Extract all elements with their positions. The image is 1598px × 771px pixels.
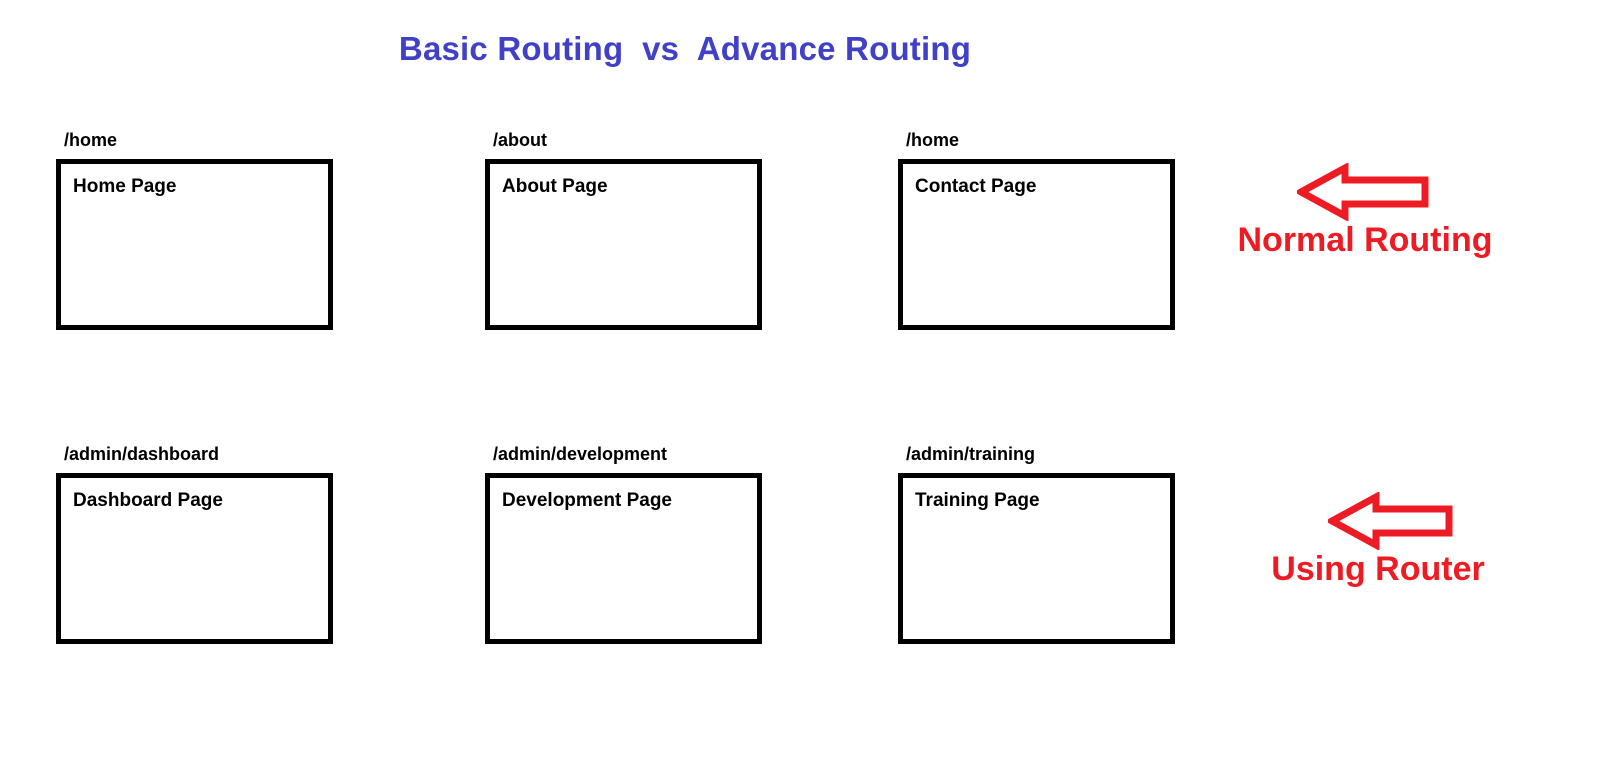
route-box-about: About Page	[485, 159, 762, 330]
annotation-label: Using Router	[1271, 550, 1485, 588]
route-path-label: /admin/training	[906, 444, 1036, 464]
route-page-name: Home Page	[73, 176, 177, 197]
route-card-about: /about About Page	[485, 131, 762, 330]
route-path-label: /admin/dashboard	[64, 444, 220, 464]
route-path-label: /home	[906, 130, 960, 150]
route-box-training: Training Page	[898, 473, 1175, 644]
route-page-name: Training Page	[915, 490, 1040, 511]
arrow-left-icon	[1328, 492, 1453, 550]
page-title: Basic Routing vs Advance Routing	[398, 30, 972, 67]
route-path-label: /home	[64, 130, 118, 150]
route-page-name: Dashboard Page	[73, 490, 223, 511]
route-box-dashboard: Dashboard Page	[56, 473, 333, 644]
route-box-development: Development Page	[485, 473, 762, 644]
annotation-using-router: Using Router	[1228, 492, 1528, 588]
route-card-dashboard: /admin/dashboard Dashboard Page	[56, 445, 333, 644]
route-card-training: /admin/training Training Page	[898, 445, 1175, 644]
route-card-home: /home Home Page	[56, 131, 333, 330]
route-box-contact: Contact Page	[898, 159, 1175, 330]
route-path-label: /admin/development	[493, 444, 668, 464]
arrow-left-icon	[1297, 163, 1429, 221]
route-page-name: Contact Page	[915, 176, 1037, 197]
route-page-name: Development Page	[502, 490, 672, 511]
route-box-home: Home Page	[56, 159, 333, 330]
route-path-label: /about	[493, 130, 547, 150]
route-card-contact: /home Contact Page	[898, 131, 1175, 330]
annotation-normal-routing: Normal Routing	[1215, 163, 1515, 259]
route-card-development: /admin/development Development Page	[485, 445, 762, 644]
route-page-name: About Page	[502, 176, 608, 197]
annotation-label: Normal Routing	[1237, 221, 1493, 259]
